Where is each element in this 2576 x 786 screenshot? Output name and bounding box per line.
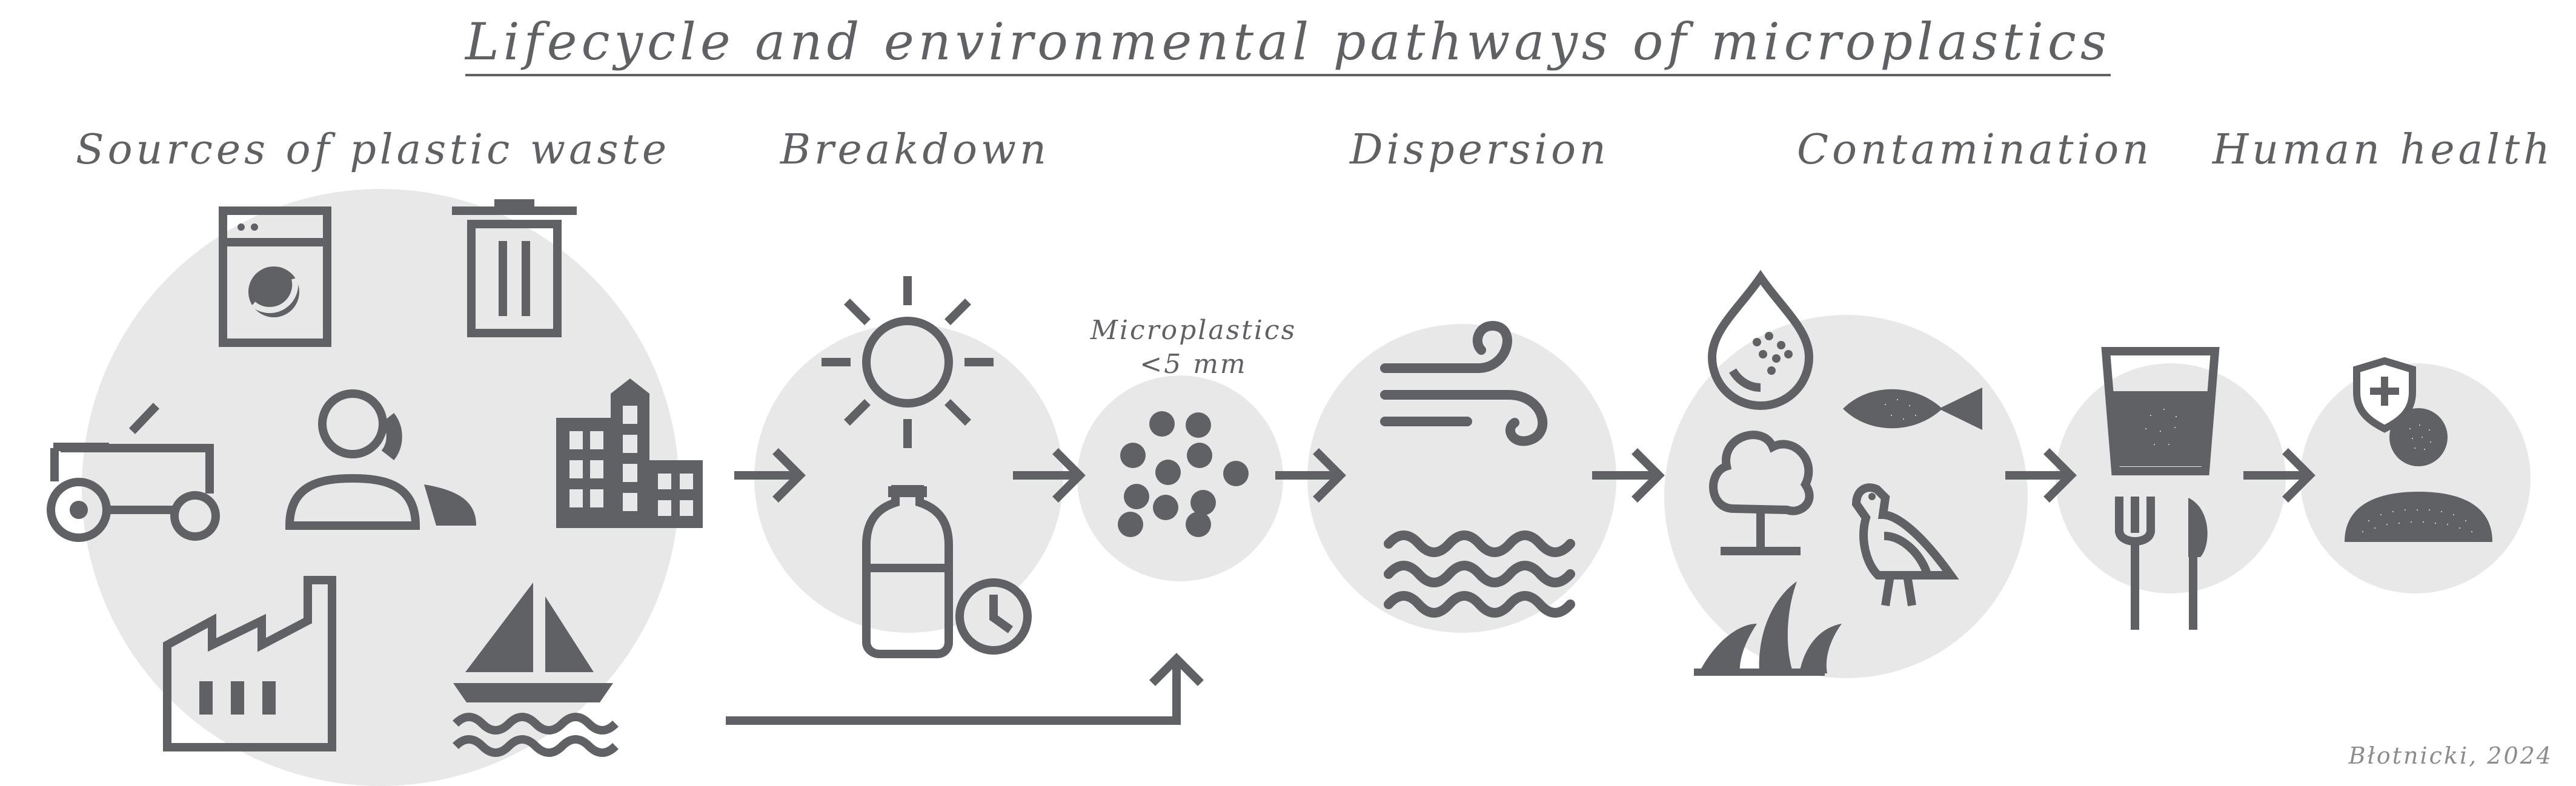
credit: Błotnicki, 2024 [2348, 742, 2553, 769]
washing-machine-icon [219, 206, 331, 347]
diagram-title: Lifecycle and environmental pathways of … [0, 12, 2576, 76]
person-icon [2345, 408, 2492, 542]
trash-bin-icon [452, 199, 577, 337]
shield-plus-icon [2353, 357, 2416, 433]
water-drop-icon [1707, 269, 1814, 410]
sailboat-icon [453, 583, 619, 757]
plastic-bottle-icon [862, 485, 953, 658]
tractor-icon [47, 403, 220, 542]
stage-label-human-health: Human health [2213, 126, 2554, 174]
clock-icon [955, 578, 1032, 655]
fish-icon [1843, 388, 1982, 430]
microplastics-note-line1: Microplastics [1090, 315, 1297, 346]
stage-label-breakdown: Breakdown [780, 126, 1050, 174]
people-icon [285, 389, 476, 530]
buildings-icon [556, 378, 703, 528]
microplastics-circle [1077, 375, 1283, 581]
arrow-2 [1013, 448, 1086, 503]
microplastics-dots [1118, 411, 1249, 537]
arrow-6 [2243, 448, 2315, 503]
stage-label-dispersion: Dispersion [1350, 126, 1610, 174]
microplastics-note-line2: <5 mm [1140, 349, 1247, 380]
stage-label-contamination: Contamination [1797, 126, 2153, 174]
wind-icon [1380, 321, 1547, 446]
bird-icon [1851, 483, 1959, 607]
stage-label-sources: Sources of plastic waste [76, 126, 671, 174]
bypass-arrow [726, 653, 1204, 725]
waves-icon [1384, 530, 1575, 618]
factory-icon [163, 576, 336, 751]
arrow-1 [734, 448, 806, 503]
glass-icon [2101, 347, 2220, 475]
sun-icon [822, 276, 994, 448]
grass-icon [1694, 581, 1842, 676]
title-text: Lifecycle and environmental pathways of … [465, 12, 2111, 76]
dispersion-circle [1307, 324, 1616, 633]
arrow-4 [1592, 448, 1665, 503]
arrow-3 [1275, 448, 1346, 503]
tree-icon [1709, 431, 1814, 555]
breakdown-circle [754, 324, 1063, 633]
arrow-5 [2005, 448, 2077, 503]
stage-circles [82, 189, 2531, 786]
fork-icon [2115, 497, 2155, 630]
knife-icon [2188, 498, 2208, 630]
microplastics-note: Microplastics <5 mm [1066, 314, 1321, 381]
